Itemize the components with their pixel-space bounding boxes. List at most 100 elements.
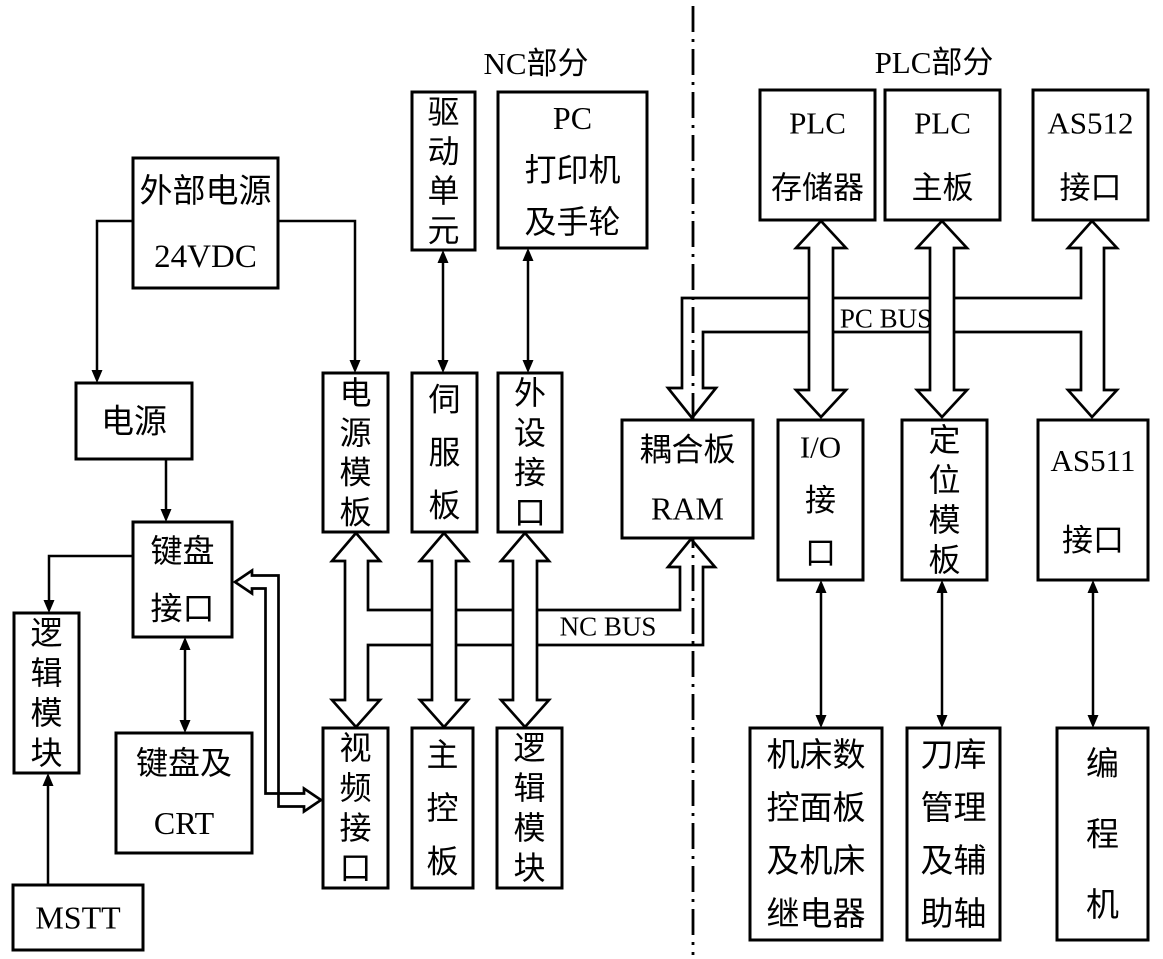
node-positioning-module-label: 定 xyxy=(928,422,960,458)
pc-bus-outline xyxy=(665,218,1121,421)
arrowhead xyxy=(42,773,54,786)
arrowhead xyxy=(349,360,361,373)
arrowhead xyxy=(815,715,827,728)
node-tool-magazine-label: 及辅 xyxy=(921,843,987,880)
node-plc-mainboard-box xyxy=(883,88,1002,222)
arrowhead xyxy=(522,360,534,373)
ext-power-to-power-supply-line-line xyxy=(95,219,133,374)
ext-power-to-power-supply-line xyxy=(91,219,133,383)
node-plc-memory-label: PLC xyxy=(789,105,846,140)
node-as511-interface-box xyxy=(1036,418,1150,582)
node-programmer-label: 机 xyxy=(1086,887,1119,924)
node-positioning-module-box xyxy=(900,418,989,582)
node-external-power-box xyxy=(131,156,280,290)
arrowhead xyxy=(936,580,948,593)
node-power-module-label: 板 xyxy=(339,494,371,530)
node-external-power-label: 外部电源 xyxy=(140,173,272,210)
arrowhead xyxy=(179,720,191,733)
node-drive-unit-box xyxy=(410,90,477,252)
ext-power-to-power-module-line-line xyxy=(278,219,357,364)
plc-section-title: PLC部分 xyxy=(875,45,994,80)
node-servo-board-label: 板 xyxy=(428,488,460,524)
node-machine-panel-relay-label: 机床数 xyxy=(767,737,866,774)
node-logic-module-left-label: 模 xyxy=(30,695,62,731)
keyboard-video-connector xyxy=(232,567,324,815)
arrowhead xyxy=(1087,580,1099,593)
node-plc-memory-label: 存储器 xyxy=(771,170,864,205)
node-power-module-label: 模 xyxy=(339,455,371,491)
node-peripheral-interface-label: 设 xyxy=(514,415,546,451)
node-servo-board-box xyxy=(410,371,479,534)
arrowhead xyxy=(179,637,191,650)
node-keyboard-interface-label: 键盘 xyxy=(150,533,214,569)
node-external-power-label: 24VDC xyxy=(154,239,257,275)
mstt-to-logic-module-line xyxy=(42,773,54,885)
node-plc-mainboard-label: PLC xyxy=(914,105,971,140)
node-positioning-module-label: 板 xyxy=(928,542,960,578)
node-peripheral-interface-box xyxy=(496,371,564,534)
node-logic-module-bottom-box xyxy=(495,726,564,890)
bus-layer xyxy=(232,218,1121,815)
node-logic-module-left-label: 块 xyxy=(30,735,62,771)
drive-unit-servo-link xyxy=(437,250,449,373)
node-programmer-box xyxy=(1055,726,1150,942)
node-positioning-module-label: 模 xyxy=(928,502,960,538)
node-mstt-label: MSTT xyxy=(35,900,121,936)
node-power-supply-box xyxy=(74,381,194,461)
power-supply-to-keyboard-line xyxy=(160,459,172,522)
keyboard-to-logic-module-line-line xyxy=(47,554,133,604)
node-peripheral-interface-label: 外 xyxy=(514,375,546,411)
node-power-module-label: 电 xyxy=(339,375,371,411)
node-drive-unit-label: 单 xyxy=(427,173,459,209)
node-keyboard-interface-label: 接口 xyxy=(150,590,214,626)
node-main-control-board-label: 主 xyxy=(426,737,458,773)
node-tool-magazine-label: 管理 xyxy=(921,790,987,827)
node-logic-module-bottom-label: 辑 xyxy=(513,770,545,806)
node-power-module-label: 源 xyxy=(339,415,371,451)
node-coupling-board-ram-label: 耦合板 xyxy=(639,432,735,468)
arrowhead xyxy=(437,360,449,373)
node-tool-magazine-label: 助轴 xyxy=(921,896,987,933)
node-peripheral-interface-label: 接 xyxy=(514,455,546,491)
node-keyboard-crt-box xyxy=(114,731,254,855)
node-programmer-label: 编 xyxy=(1086,746,1119,783)
node-pc-printer-handwheel-label: 打印机 xyxy=(524,152,620,188)
node-servo-board-label: 服 xyxy=(428,435,460,471)
node-video-interface-label: 口 xyxy=(339,850,371,886)
node-peripheral-interface-label: 口 xyxy=(514,494,546,530)
node-plc-memory-box xyxy=(758,88,877,222)
node-video-interface-label: 接 xyxy=(339,810,371,846)
keyboard-crt-link xyxy=(179,637,191,733)
arrowhead xyxy=(43,600,55,613)
node-logic-module-left-box xyxy=(12,611,81,775)
node-programmer: 编程机 xyxy=(1055,726,1150,942)
node-video-interface-box xyxy=(321,726,390,890)
node-io-interface: I/O接口 xyxy=(776,418,865,582)
node-pc-printer-handwheel-label: PC xyxy=(553,100,592,136)
node-layer: 外部电源24VDC电源键盘接口逻辑模块键盘及CRTMSTT驱动单元PC打印机及手… xyxy=(11,88,1150,952)
pc-bus-branch-positioning xyxy=(913,219,971,419)
node-as511-interface-label: AS511 xyxy=(1051,443,1136,478)
node-power-supply: 电源 xyxy=(74,381,194,461)
node-programmer-label: 程 xyxy=(1086,818,1119,854)
node-video-interface-label: 频 xyxy=(339,770,371,806)
node-mstt: MSTT xyxy=(11,883,145,952)
node-servo-board-label: 伺 xyxy=(428,382,460,418)
node-keyboard-crt-label: CRT xyxy=(154,805,215,841)
arrowhead xyxy=(1087,715,1099,728)
node-pc-printer-handwheel-label: 及手轮 xyxy=(524,204,620,240)
pc-bus-branch-io xyxy=(792,219,850,419)
node-main-control-board-label: 板 xyxy=(426,844,458,880)
node-io-interface-label: I/O xyxy=(800,430,841,465)
nc-section-title: NC部分 xyxy=(483,46,588,81)
